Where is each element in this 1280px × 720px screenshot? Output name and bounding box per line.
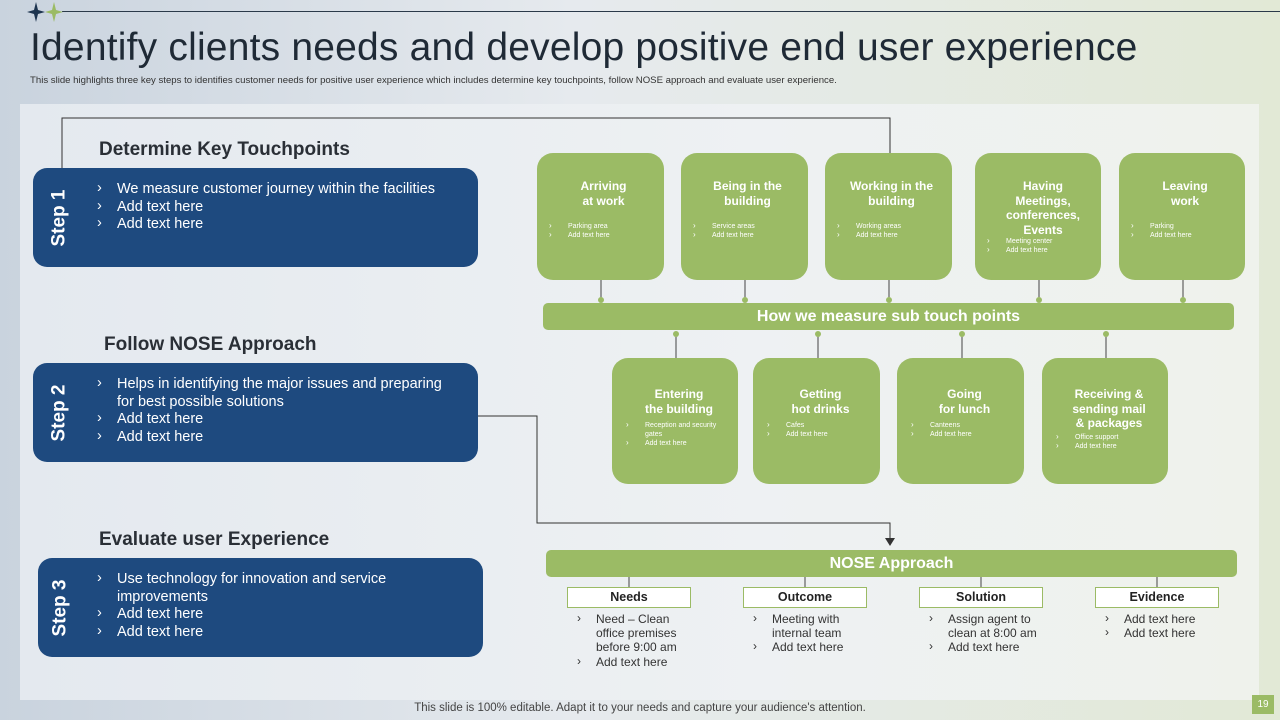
step3-card: Step 3 Use technology for innovation and…: [38, 558, 483, 657]
list-item: Add text here: [1131, 230, 1239, 240]
touchpoint-card: Leaving work ParkingAdd text here: [1119, 153, 1245, 280]
step1-heading: Determine Key Touchpoints: [99, 139, 350, 160]
connector-dot: [673, 331, 679, 337]
list-item: Add text here: [626, 438, 732, 448]
nose-solution-list: Assign agent to clean at 8:00 am Add tex…: [929, 611, 1047, 655]
list-item: Add text here: [97, 215, 458, 234]
list-item: Add text here: [97, 410, 458, 429]
list-item: We measure customer journey within the f…: [97, 180, 458, 199]
list-item: Reception and security gates: [626, 420, 732, 439]
step2-card: Step 2 Helps in identifying the major is…: [33, 363, 478, 462]
page-subtitle: This slide highlights three key steps to…: [30, 75, 837, 86]
list-item: Add text here: [987, 245, 1099, 255]
measure-bar: How we measure sub touch points: [543, 303, 1234, 330]
list-item: Add text here: [693, 230, 802, 240]
list-item: Add text here: [1105, 611, 1223, 626]
list-item: Office support: [1056, 432, 1162, 442]
list-item: Helps in identifying the major issues an…: [97, 375, 458, 411]
connector-dot: [959, 331, 965, 337]
list-item: Add text here: [1056, 441, 1162, 451]
touchpoint-title: Working in the building: [849, 179, 934, 208]
list-item: Working areas: [837, 221, 946, 231]
nose-evidence-label: Evidence: [1095, 587, 1219, 608]
list-item: Add text here: [929, 639, 1047, 654]
touchpoint-title: Being in the building: [713, 179, 782, 208]
list-item: Use technology for innovation and servic…: [97, 570, 433, 606]
sub-touchpoint-title: Entering the building: [645, 387, 713, 416]
list-item: Need – Clean office premises before 9:00…: [577, 611, 695, 655]
header-rule: [62, 11, 1280, 12]
list-item: Service areas: [693, 221, 802, 231]
list-item: Add text here: [577, 654, 695, 669]
list-item: Add text here: [753, 639, 871, 654]
list-item: Assign agent to clean at 8:00 am: [929, 611, 1047, 640]
step1-label: Step 1: [49, 188, 70, 247]
step2-heading: Follow NOSE Approach: [104, 334, 317, 355]
list-item: Add text here: [837, 230, 946, 240]
page-number: 19: [1252, 695, 1274, 714]
step1-bullets: We measure customer journey within the f…: [97, 180, 458, 234]
sub-touchpoint-title: Receiving & sending mail & packages: [1072, 387, 1146, 430]
list-item: Canteens: [911, 420, 1018, 430]
list-item: Add text here: [97, 623, 433, 642]
page-title: Identify clients needs and develop posit…: [30, 26, 1138, 69]
nose-needs-label: Needs: [567, 587, 691, 608]
connector-dot: [598, 297, 604, 303]
sub-touchpoint-title: Going for lunch: [938, 387, 991, 416]
sub-touchpoint-title: Getting hot drinks: [791, 387, 850, 416]
footer-note: This slide is 100% editable. Adapt it to…: [414, 702, 866, 714]
list-item: Parking area: [549, 221, 658, 231]
connector-dot: [1103, 331, 1109, 337]
touchpoint-card: Working in the building Working areasAdd…: [825, 153, 952, 280]
connector-dot: [1180, 297, 1186, 303]
list-item: Add text here: [911, 429, 1018, 439]
list-item: Cafes: [767, 420, 874, 430]
step1-card: Step 1 We measure customer journey withi…: [33, 168, 478, 267]
star-icon: [27, 2, 63, 22]
step2-label: Step 2: [49, 383, 70, 442]
sub-touchpoint-card: Entering the building Reception and secu…: [612, 358, 738, 484]
sub-touchpoint-card: Getting hot drinks CafesAdd text here: [753, 358, 880, 484]
touchpoint-card: Being in the building Service areasAdd t…: [681, 153, 808, 280]
list-item: Meeting with internal team: [753, 611, 871, 640]
list-item: Add text here: [97, 428, 458, 447]
step3-heading: Evaluate user Experience: [99, 529, 330, 550]
list-item: Parking: [1131, 221, 1239, 231]
nose-solution-label: Solution: [919, 587, 1043, 608]
sub-touchpoint-card: Receiving & sending mail & packages Offi…: [1042, 358, 1168, 484]
connector-dot: [1036, 297, 1042, 303]
touchpoint-title: Leaving work: [1162, 179, 1208, 208]
step3-label: Step 3: [50, 578, 71, 637]
step2-bullets: Helps in identifying the major issues an…: [97, 375, 458, 447]
list-item: Add text here: [97, 605, 433, 624]
list-item: Add text here: [97, 198, 458, 217]
connector-dot: [742, 297, 748, 303]
list-item: Add text here: [1105, 625, 1223, 640]
list-item: Add text here: [549, 230, 658, 240]
touchpoint-title: Having Meetings, conferences, Events: [1005, 179, 1081, 237]
touchpoint-card: Arriving at work Parking areaAdd text he…: [537, 153, 664, 280]
touchpoint-card: Having Meetings, conferences, Events Mee…: [975, 153, 1101, 280]
connector-dot: [815, 331, 821, 337]
nose-needs-list: Need – Clean office premises before 9:00…: [577, 611, 695, 669]
nose-evidence-list: Add text here Add text here: [1105, 611, 1223, 640]
list-item: Add text here: [767, 429, 874, 439]
nose-outcome-list: Meeting with internal team Add text here: [753, 611, 871, 655]
list-item: Meeting center: [987, 236, 1099, 246]
nose-outcome-label: Outcome: [743, 587, 867, 608]
touchpoint-title: Arriving at work: [580, 179, 627, 208]
sub-touchpoint-card: Going for lunch CanteensAdd text here: [897, 358, 1024, 484]
step3-bullets: Use technology for innovation and servic…: [97, 570, 433, 642]
nose-bar: NOSE Approach: [546, 550, 1237, 577]
connector-dot: [886, 297, 892, 303]
